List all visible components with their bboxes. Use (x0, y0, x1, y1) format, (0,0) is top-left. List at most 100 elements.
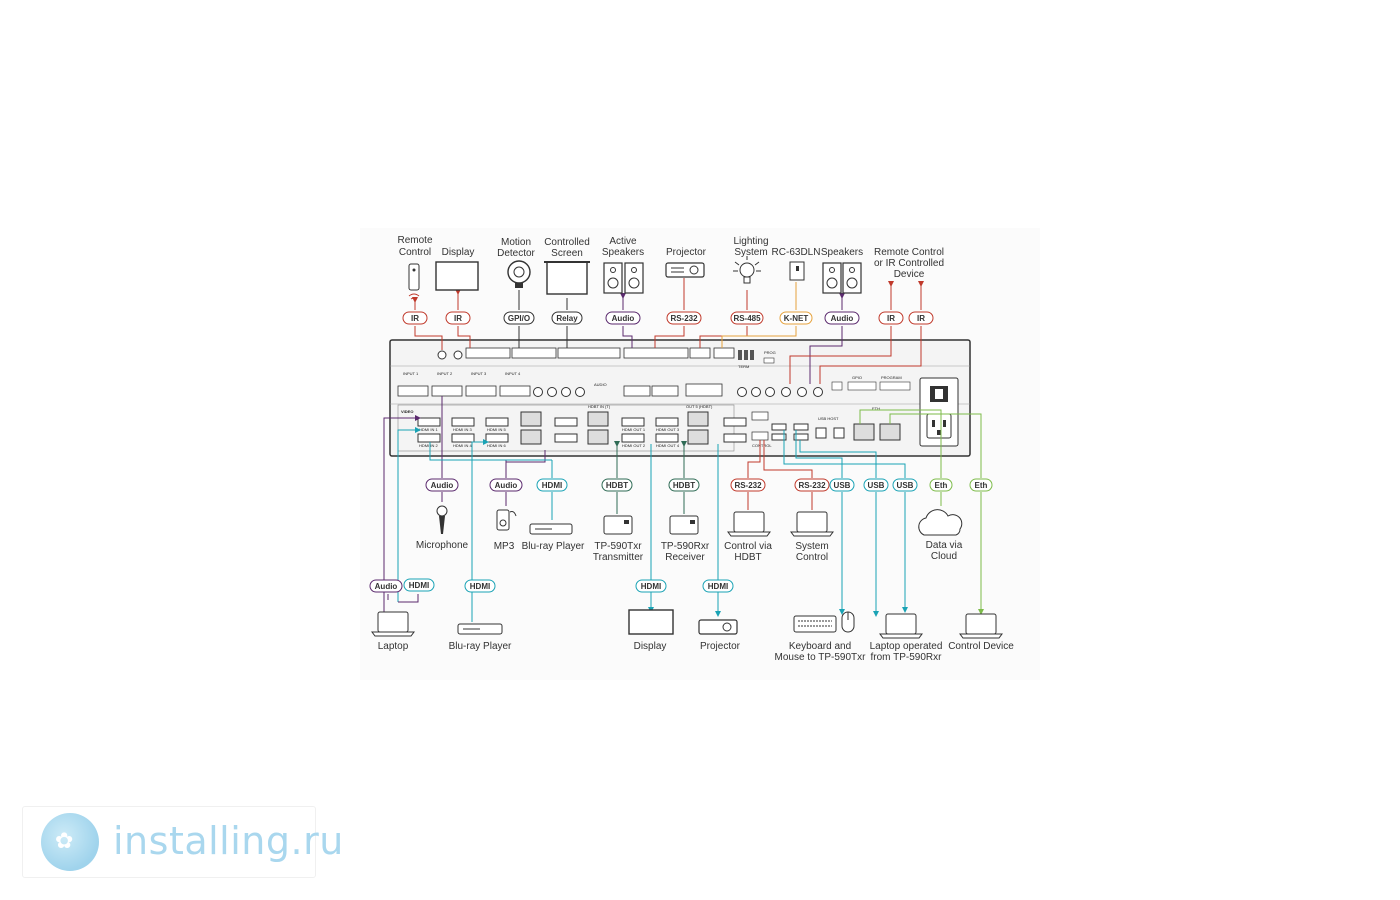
watermark-text: installing.ru (113, 819, 344, 863)
gpio-label: GPIO (852, 375, 862, 380)
video-section-label: VIDEO (401, 409, 413, 414)
pill-label: Audio (831, 314, 854, 323)
top-cables (415, 278, 921, 384)
watermark-logo-icon: ✿ (41, 813, 99, 871)
hdmi-out-label: HDMI OUT 2 (622, 443, 646, 448)
eth-label: ETH (872, 406, 880, 411)
device-label-control-device: Control Device (948, 641, 1014, 652)
audio-input-label: INPUT 2 (437, 371, 453, 376)
rs232-port (751, 411, 769, 421)
motion-detector-icon (507, 260, 531, 288)
display-icon (628, 609, 674, 635)
bulb-icon (733, 256, 761, 284)
pill-label: Audio (431, 481, 454, 490)
device-label-projector: Projector (666, 247, 707, 258)
pill-label: HDMI (641, 582, 661, 591)
pill-label: Eth (935, 481, 948, 490)
pill-label: HDMI (470, 582, 490, 591)
prog-usb-port (763, 357, 775, 364)
audio-section-label: AUDIO (594, 382, 607, 387)
pill-label: USB (868, 481, 885, 490)
microphone-icon (436, 505, 448, 534)
mic-port (831, 381, 843, 391)
gpio-terminal-2 (847, 381, 877, 391)
ethernet-ports (853, 423, 901, 441)
mp3-player-icon (496, 509, 517, 531)
transmitter-icon (603, 515, 633, 535)
control-label: CONTROL (752, 443, 772, 448)
device-label-mp3: MP3 (494, 541, 515, 552)
pill-label: IR (454, 314, 462, 323)
pill-label: IR (887, 314, 895, 323)
term-switch (738, 350, 742, 360)
pill-label: IR (917, 314, 925, 323)
watermark-logo-glyph: ✿ (55, 829, 74, 854)
device-label-laptop: Laptop (378, 641, 409, 652)
pill-label: HDMI (708, 582, 728, 591)
rs485-terminal (689, 347, 711, 359)
rs232-terminal (623, 347, 689, 359)
bluray-icon (457, 623, 503, 635)
pill-label: Audio (612, 314, 635, 323)
program-dip-switch (879, 381, 911, 391)
cloud-icon (918, 509, 963, 536)
hdmi-outputs (554, 417, 747, 443)
pill-label: HDBT (606, 481, 628, 490)
device-label-speakers: Speakers (821, 247, 863, 258)
top-pills: IR IR GPI/O Relay Audio RS-232 RS-485 K-… (402, 311, 934, 325)
audio-bnc-jacks (737, 387, 823, 397)
power-amp-out-terminal (685, 383, 723, 397)
program-label: PROGRAM (881, 375, 902, 380)
pill-label: RS-232 (798, 481, 826, 490)
laptop-icon (727, 511, 771, 537)
pill-label: K-NET (784, 314, 809, 323)
pill-label: Audio (375, 582, 398, 591)
matrix-switcher-rear-panel: TERM PROG INPUT 1 INPUT 2 INPUT 3 INPUT … (389, 339, 971, 457)
rs232-control-port (751, 431, 769, 441)
laptop-icon (959, 613, 1003, 639)
relay-terminal (557, 347, 621, 359)
pill-label: RS-485 (733, 314, 761, 323)
hdmi-out-label: HDMI OUT 4 (656, 443, 680, 448)
hdmi-inputs (417, 417, 509, 443)
device-label-microphone: Microphone (416, 540, 469, 551)
projector-icon (665, 262, 705, 278)
pill-label: HDMI (542, 481, 562, 490)
laptop-icon (371, 611, 415, 637)
pill-label: RS-232 (670, 314, 698, 323)
device-label-bluray: Blu-ray Player (522, 541, 585, 552)
pill-label: RS-232 (734, 481, 762, 490)
pill-label: GPI/O (508, 314, 530, 323)
laptop-icon (879, 613, 923, 639)
hdmi-in-label: HDMI IN 6 (487, 443, 506, 448)
knet-terminal (713, 347, 735, 359)
hdbt-rj45-ports (520, 411, 709, 445)
hdbt-out-label: OUT 5 (HDBT) (686, 404, 713, 409)
pill-label: Relay (556, 314, 578, 323)
device-label-display: Display (442, 247, 475, 258)
hdmi-in-label: HDMI IN 4 (453, 443, 472, 448)
mid-pills: Audio Audio HDMI HDBT HDBT RS-232 RS-232… (425, 478, 993, 492)
receiver-icon (669, 515, 699, 535)
pill-label: USB (834, 481, 851, 490)
pill-label: IR (411, 314, 419, 323)
gpio-terminal (511, 347, 557, 359)
term-switch (744, 350, 748, 360)
hdmi-in-label: HDMI IN 2 (419, 443, 438, 448)
speakers-icon (822, 262, 862, 294)
audio-input-label: INPUT 1 (403, 371, 419, 376)
bluray-icon (529, 523, 573, 535)
remote-icon (408, 263, 420, 300)
term-switch (750, 350, 754, 360)
hdmi-in-label: HDMI IN 1 (419, 427, 438, 432)
